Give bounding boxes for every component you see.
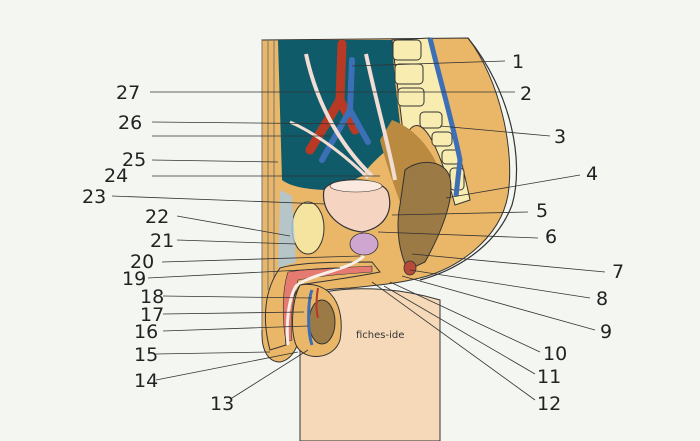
suspensory-ligament — [278, 190, 296, 268]
urethra — [285, 254, 366, 346]
testis — [308, 299, 336, 345]
ductus-deferens — [289, 120, 370, 180]
epididymis — [307, 289, 314, 346]
label-26: 26 — [118, 112, 142, 134]
anus — [403, 260, 417, 276]
vertebrae — [392, 39, 465, 191]
label-10: 10 — [543, 343, 567, 365]
label-18: 18 — [140, 286, 164, 308]
iliac-vein — [319, 57, 371, 163]
label-7: 7 — [612, 261, 624, 283]
label-15: 15 — [134, 344, 158, 366]
label-14: 14 — [134, 370, 158, 392]
label-4: 4 — [586, 163, 598, 185]
label-20: 20 — [130, 251, 154, 273]
abdominal-wall — [261, 40, 275, 330]
label-12: 12 — [537, 393, 561, 415]
bladder-dome — [329, 179, 383, 193]
back-skin — [419, 37, 518, 281]
spinal-canal — [427, 37, 463, 197]
label-17: 17 — [140, 304, 164, 326]
label-24: 24 — [104, 165, 128, 187]
label-2: 2 — [520, 83, 532, 105]
leader-lines — [111, 60, 606, 401]
label-8: 8 — [596, 288, 608, 310]
prostate — [349, 232, 379, 256]
label-1: 1 — [512, 51, 524, 73]
label-9: 9 — [600, 321, 612, 343]
label-5: 5 — [536, 200, 548, 222]
label-13: 13 — [210, 393, 234, 415]
label-22: 22 — [145, 206, 169, 228]
label-25: 25 — [122, 149, 146, 171]
label-21: 21 — [150, 230, 174, 252]
spermatic-cord — [315, 287, 319, 319]
label-27: 27 — [116, 82, 140, 104]
label-19: 19 — [122, 268, 146, 290]
label-6: 6 — [545, 226, 557, 248]
pubic-symphysis — [291, 201, 325, 255]
label-11: 11 — [537, 366, 561, 388]
ureter — [304, 53, 374, 178]
labels-right: 1 2 3 4 5 6 7 8 9 10 11 12 — [512, 51, 624, 415]
labels-left: 27 26 25 24 23 22 21 20 19 18 17 16 15 1… — [82, 82, 234, 415]
watermark: fiches-ide — [356, 330, 404, 341]
rectum — [397, 162, 452, 271]
ureter-2 — [364, 53, 397, 181]
label-3: 3 — [554, 126, 566, 148]
label-23: 23 — [82, 186, 106, 208]
label-16: 16 — [134, 321, 158, 343]
